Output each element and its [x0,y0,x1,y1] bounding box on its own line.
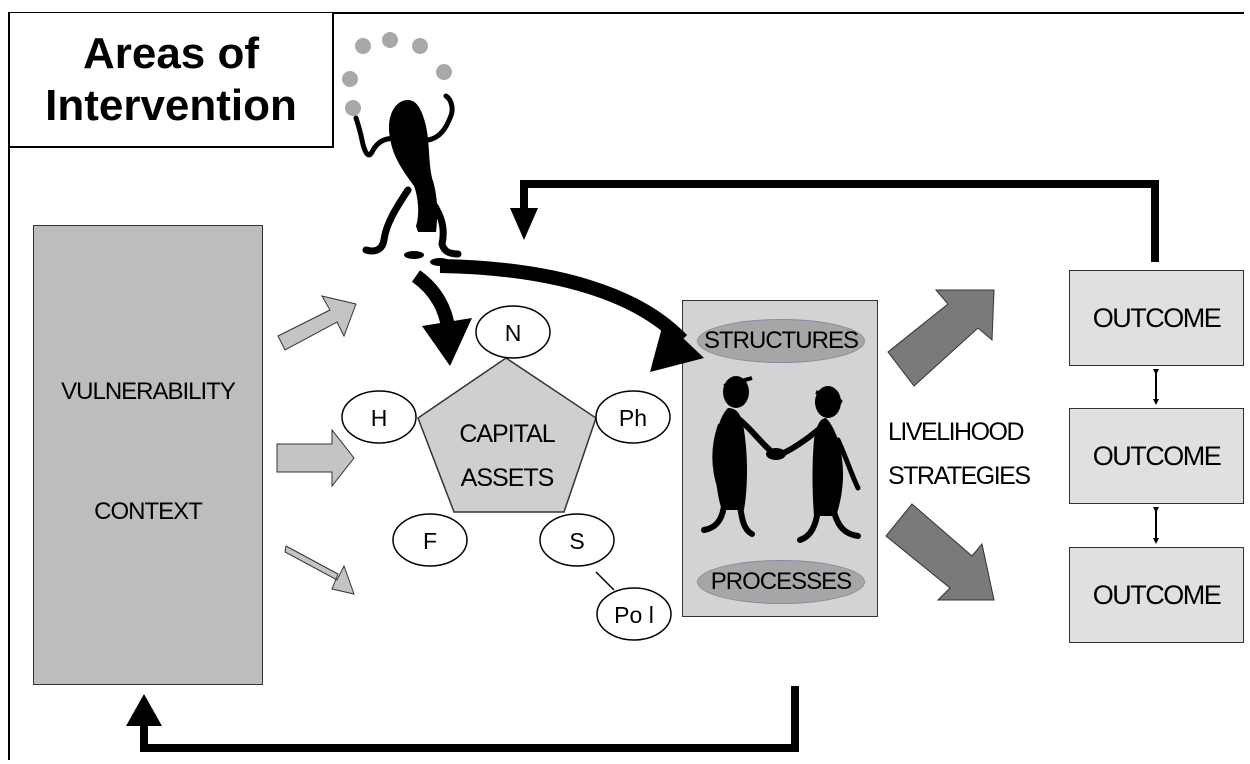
vulnerability-context-box: VULNERABILITY CONTEXT [33,225,263,685]
title-line-1: Areas of [82,28,260,78]
title-line-2: Intervention [45,80,297,130]
livelihood-label-line-1: LIVELIHOOD [888,418,1025,446]
livelihood-strategies-label: LIVELIHOOD STRATEGIES [888,410,1063,498]
context-label: CONTEXT [94,498,203,525]
structures-pill: STRUCTURES [697,319,865,363]
livelihood-label-line-2: STRATEGIES [888,462,1031,490]
structures-processes-box: STRUCTURES PROCESSES [682,300,878,617]
outcome-box-2: OUTCOME [1069,408,1244,504]
diagram-frame [8,12,1244,760]
vulnerability-label: VULNERABILITY [61,378,236,405]
processes-pill: PROCESSES [697,560,865,604]
title-box: Areas of Intervention [10,13,334,148]
outcome-box-1: OUTCOME [1069,270,1244,366]
outcome-box-3: OUTCOME [1069,547,1244,643]
